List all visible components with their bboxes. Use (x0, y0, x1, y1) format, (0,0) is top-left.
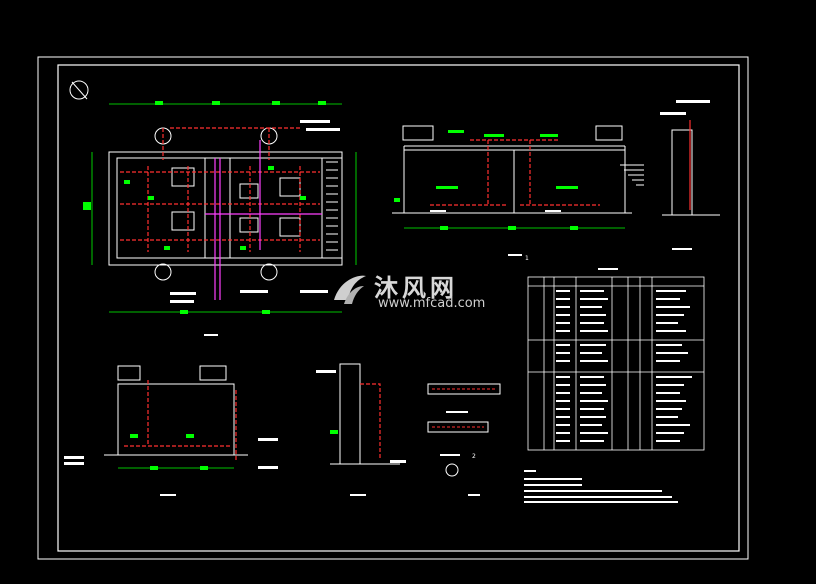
section-label-1: 1 (525, 255, 529, 262)
section-view-top: 1 (392, 125, 632, 262)
material-table (527, 268, 705, 451)
pipe-detail-bottom-middle (316, 363, 406, 496)
general-notes (524, 470, 678, 503)
watermark: 沐风网 www.mfcad.com (330, 268, 500, 318)
watermark-url: www.mfcad.com (378, 296, 486, 311)
small-details-center: 2 (427, 383, 501, 496)
plan-view (83, 101, 357, 336)
north-arrow-icon (69, 80, 89, 100)
mfcad-logo-icon (334, 275, 366, 304)
wall-detail-top-right (620, 100, 720, 250)
section-view-bottom (64, 365, 278, 496)
detail-label-2: 2 (472, 453, 476, 460)
watermark-name: 沐风网 (374, 274, 458, 302)
sheet-frame (37, 56, 749, 560)
